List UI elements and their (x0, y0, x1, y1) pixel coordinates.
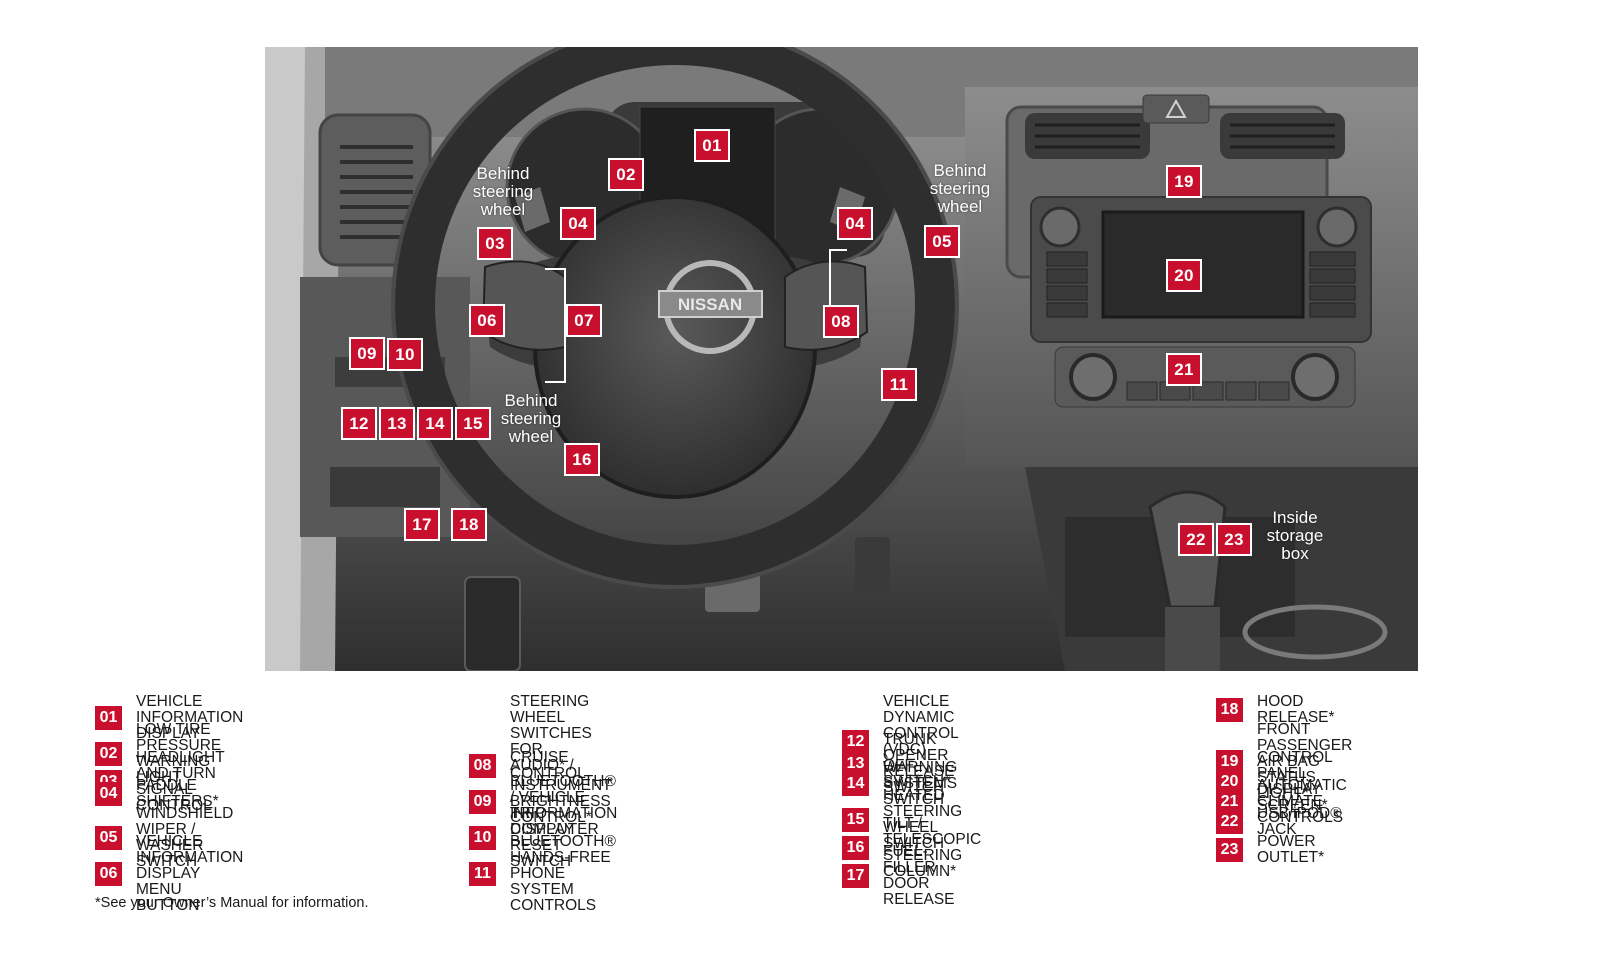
legend-text: HOOD RELEASE* (1257, 693, 1335, 726)
legend-text: TRIP COMPUTER RESET SWITCH (510, 805, 599, 870)
callout-badge-06: 06 (469, 304, 505, 337)
legend-item-12: 12 VEHICLE DYNAMIC CONTROL (VDC) OFF SWI… (842, 694, 958, 790)
callout-badge-11: 11 (881, 368, 917, 401)
legend-number: 22 (1216, 810, 1243, 834)
legend-text: TILT / TELESCOPIC STEERING COLUMN* (883, 815, 982, 880)
legend-item-09: 09 INSTRUMENT BRIGHTNESS CONTROL* (469, 778, 611, 826)
callout-badge-05: 05 (924, 225, 960, 258)
legend-item-20: 20 CONTROL PANEL DISPLAY SCREEN* (1216, 750, 1332, 814)
legend-text: FUEL-FILLER DOOR RELEASE (883, 843, 955, 908)
callout-badge-20: 20 (1166, 259, 1202, 292)
legend-number: 11 (469, 862, 496, 886)
legend-text: TRUNK OPENER RELEASE SWITCH (883, 731, 955, 796)
legend-item-11: 11 BLUETOOTH® HANDS-FREE PHONE SYSTEM CO… (469, 834, 616, 914)
inside-storage-box-note: Inside storage box (1266, 508, 1324, 563)
legend-item-01: 01 VEHICLE INFORMATION DISPLAY (95, 694, 243, 742)
callout-badge-04-left: 04 (560, 207, 596, 240)
callout-badge-03: 03 (477, 227, 513, 260)
callout-badge-04-right: 04 (837, 207, 873, 240)
legend-text: VEHICLE INFORMATION DISPLAY MENU BUTTON (136, 833, 244, 914)
legend-item-15: 15 HEATED STEERING WHEEL SWITCH (842, 788, 962, 852)
callout-badge-12: 12 (341, 407, 377, 440)
legend-text: FRONT PASSENGER AIR BAG STATUS LIGHT* (1257, 721, 1353, 802)
legend-number: 01 (95, 706, 122, 730)
legend-text: POWER OUTLET* (1257, 833, 1325, 866)
legend-number: 09 (469, 790, 496, 814)
callout-badge-19: 19 (1166, 165, 1202, 198)
callout-badge-18: 18 (451, 508, 487, 541)
callout-badge-02: 02 (608, 158, 644, 191)
legend-text: CONTROL PANEL DISPLAY SCREEN* (1257, 749, 1333, 814)
behind-steering-wheel-note-right: Behind steering wheel (929, 161, 991, 216)
legend-item-10: 10 TRIP COMPUTER RESET SWITCH (469, 806, 599, 870)
legend-item-13: 13 TRUNK OPENER RELEASE SWITCH (842, 732, 955, 796)
dashboard-photo: NISSAN Behind steering wheel Behind stee… (265, 47, 1418, 671)
legend-item-22: 22 USB/iPOD® JACK (1216, 806, 1342, 838)
legend-item-05: 05 WINDSHIELD WIPER / WASHER SWITCH (95, 806, 233, 870)
legend-text: STEERING WHEEL SWITCHES FOR AUDIO* / BLU… (510, 693, 618, 838)
callout-badge-23: 23 (1216, 523, 1252, 556)
legend-number: 04 (95, 782, 122, 806)
behind-steering-wheel-note-left: Behind steering wheel (472, 164, 534, 219)
legend-text: VEHICLE DYNAMIC CONTROL (VDC) OFF SWITCH… (883, 693, 959, 790)
dashboard-illustration: NISSAN (265, 47, 1418, 671)
legend-number: 06 (95, 862, 122, 886)
callout-badge-21: 21 (1166, 353, 1202, 386)
callout-badge-22: 22 (1178, 523, 1214, 556)
legend-text: INSTRUMENT BRIGHTNESS CONTROL* (510, 777, 612, 826)
legend-text: USB/iPOD® JACK (1257, 805, 1342, 838)
legend-item-16: 16 TILT / TELESCOPIC STEERING COLUMN* (842, 816, 981, 880)
callout-badge-01: 01 (694, 129, 730, 162)
legend-item-04: 04 PADDLE SHIFTERS* (95, 778, 219, 810)
behind-steering-wheel-note-lower: Behind steering wheel (500, 391, 562, 446)
legend-item-23: 23 POWER OUTLET* (1216, 834, 1324, 866)
legend-number: 17 (842, 864, 869, 888)
legend-text: BLUETOOTH® HANDS-FREE PHONE SYSTEM CONTR… (510, 833, 616, 914)
legend-text: HEADLIGHT AND TURN SIGNAL CONTROL (136, 749, 225, 814)
legend-item-08: 08 CRUISE CONTROL (469, 750, 586, 782)
legend-text: WINDSHIELD WIPER / WASHER SWITCH (136, 805, 234, 870)
legend-item-02: 02 LOW TIRE PRESSURE WARNING LIGHT (95, 722, 221, 786)
legend-number: 15 (842, 808, 869, 832)
legend-text: VEHICLE INFORMATION DISPLAY (136, 693, 244, 742)
callout-badge-14: 14 (417, 407, 453, 440)
legend-number: 16 (842, 836, 869, 860)
callout-badge-16: 16 (564, 443, 600, 476)
legend-item-03: 03 HEADLIGHT AND TURN SIGNAL CONTROL (95, 750, 224, 814)
legend-number: 18 (1216, 698, 1243, 722)
legend-text: WARNING SYSTEMS SWITCH (883, 759, 958, 808)
brand-logo: NISSAN (678, 295, 742, 314)
callout-badge-17: 17 (404, 508, 440, 541)
legend-text: CRUISE CONTROL (510, 749, 586, 782)
footnote: *See your Owner’s Manual for information… (95, 895, 369, 911)
legend-number: 02 (95, 742, 122, 766)
legend-item-14: 14 WARNING SYSTEMS SWITCH (842, 760, 957, 808)
legend-number: 12 (842, 730, 869, 754)
callout-badge-15: 15 (455, 407, 491, 440)
callout-badge-07: 07 (566, 304, 602, 337)
legend-item-19: 19 FRONT PASSENGER AIR BAG STATUS LIGHT* (1216, 722, 1352, 802)
legend-text: AUTOMATIC CLIMATE CONTROLS (1257, 777, 1347, 826)
callout-badge-13: 13 (379, 407, 415, 440)
callout-badge-08: 08 (823, 305, 859, 338)
callout-badge-09: 09 (349, 337, 385, 370)
legend-number: 14 (842, 772, 869, 796)
legend-text: PADDLE SHIFTERS* (136, 777, 219, 810)
legend-item-06: 06 VEHICLE INFORMATION DISPLAY MENU BUTT… (95, 834, 243, 914)
legend-item-17: 17 FUEL-FILLER DOOR RELEASE (842, 844, 955, 908)
legend-text: HEATED STEERING WHEEL SWITCH (883, 787, 963, 852)
legend-number: 08 (469, 754, 496, 778)
legend-number: 23 (1216, 838, 1243, 862)
legend-text: LOW TIRE PRESSURE WARNING LIGHT (136, 721, 222, 786)
callout-badge-10: 10 (387, 338, 423, 371)
legend-number: 10 (469, 826, 496, 850)
legend-number: 05 (95, 826, 122, 850)
legend-item-18: 18 HOOD RELEASE* (1216, 694, 1335, 726)
